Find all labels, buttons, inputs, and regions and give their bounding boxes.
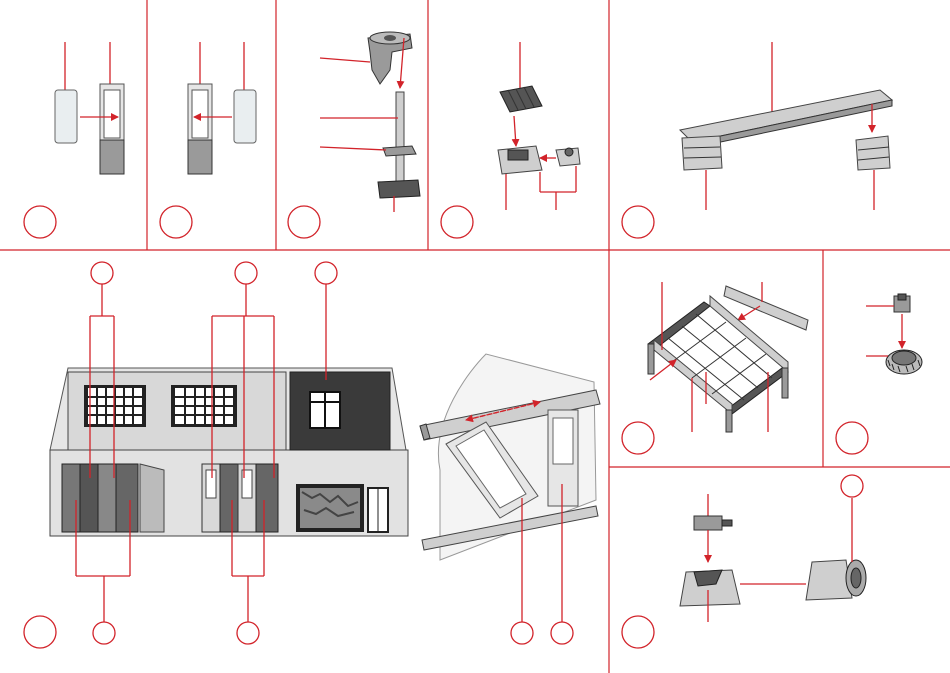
step-number-circle [24, 616, 56, 648]
folding-doors-left [62, 464, 164, 532]
callout-circle-icon [551, 622, 573, 644]
step-engine-stand [622, 475, 866, 648]
callout-circle-icon [237, 622, 259, 644]
window-room [310, 392, 340, 428]
window-middle [171, 385, 237, 427]
step-drill-press [288, 32, 420, 238]
callout-circle-icon [235, 262, 257, 284]
step-number-circle [288, 206, 320, 238]
step-number-circle [24, 206, 56, 238]
callout-circle-icon [315, 262, 337, 284]
callout-circle-icon [93, 622, 115, 644]
step-wheel-hub [836, 294, 922, 454]
step-door-left-glass [24, 42, 124, 238]
step-shelf-rack [622, 282, 808, 454]
folding-doors-middle [202, 464, 278, 532]
step-number-circle [622, 616, 654, 648]
callout-circle-icon [841, 475, 863, 497]
step-door-right-glass [160, 42, 256, 238]
step-workbench [622, 42, 892, 238]
step-number-circle [441, 206, 473, 238]
step-number-circle [622, 422, 654, 454]
window-left [84, 385, 146, 427]
rack-frame [648, 296, 788, 432]
callout-circle-icon [91, 262, 113, 284]
callout-circle-icon [511, 622, 533, 644]
step-building-overview [24, 262, 600, 648]
step-number-circle [836, 422, 868, 454]
shop-window [296, 484, 388, 532]
step-vise-assembly [441, 42, 580, 238]
door-rail-detail [420, 354, 600, 644]
step-number-circle [622, 206, 654, 238]
step-number-circle [160, 206, 192, 238]
